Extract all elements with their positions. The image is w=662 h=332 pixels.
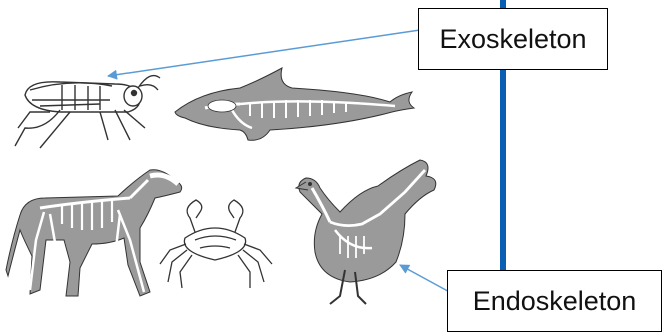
dolphin-illustration: [175, 68, 414, 140]
dog-illustration: [6, 170, 182, 296]
endoskeleton-label: Endoskeleton: [447, 270, 662, 332]
crab-illustration: [160, 200, 272, 288]
grasshopper-illustration: [15, 76, 160, 148]
exoskeleton-label: Exoskeleton: [418, 8, 608, 70]
exoskeleton-arrow: [108, 30, 420, 76]
bird-illustration: [296, 160, 436, 304]
